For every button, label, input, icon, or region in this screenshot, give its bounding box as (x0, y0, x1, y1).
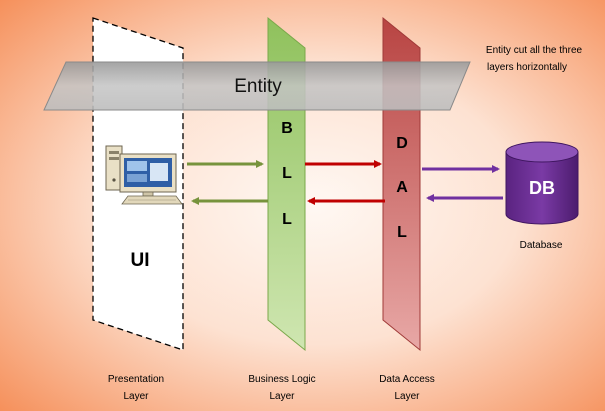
dal-letter-2: A (396, 179, 408, 196)
entity-note-line1: Entity cut all the three (486, 45, 583, 56)
dal-letter-1: D (396, 135, 408, 152)
entity-label: Entity (234, 76, 282, 97)
entity-band (43, 61, 471, 111)
bll-letter-3: L (282, 211, 292, 228)
data-access-layer-caption-line1: Data Access (379, 374, 435, 385)
computer-icon (105, 145, 183, 205)
bll-letter-1: B (281, 120, 293, 137)
business-layer-caption-line2: Layer (269, 391, 295, 402)
presentation-layer-caption-line2: Layer (123, 391, 149, 402)
business-layer-caption-line1: Business Logic (248, 374, 315, 385)
bll-letter-2: L (282, 165, 292, 182)
database-label: DB (529, 178, 555, 198)
presentation-layer-caption-line1: Presentation (108, 374, 164, 385)
database-caption: Database (520, 240, 563, 251)
data-access-layer-caption-line2: Layer (394, 391, 420, 402)
database-icon (505, 141, 579, 225)
dal-letter-3: L (397, 224, 407, 241)
entity-note-line2: layers horizontally (487, 62, 567, 73)
ui-label: UI (131, 250, 150, 271)
